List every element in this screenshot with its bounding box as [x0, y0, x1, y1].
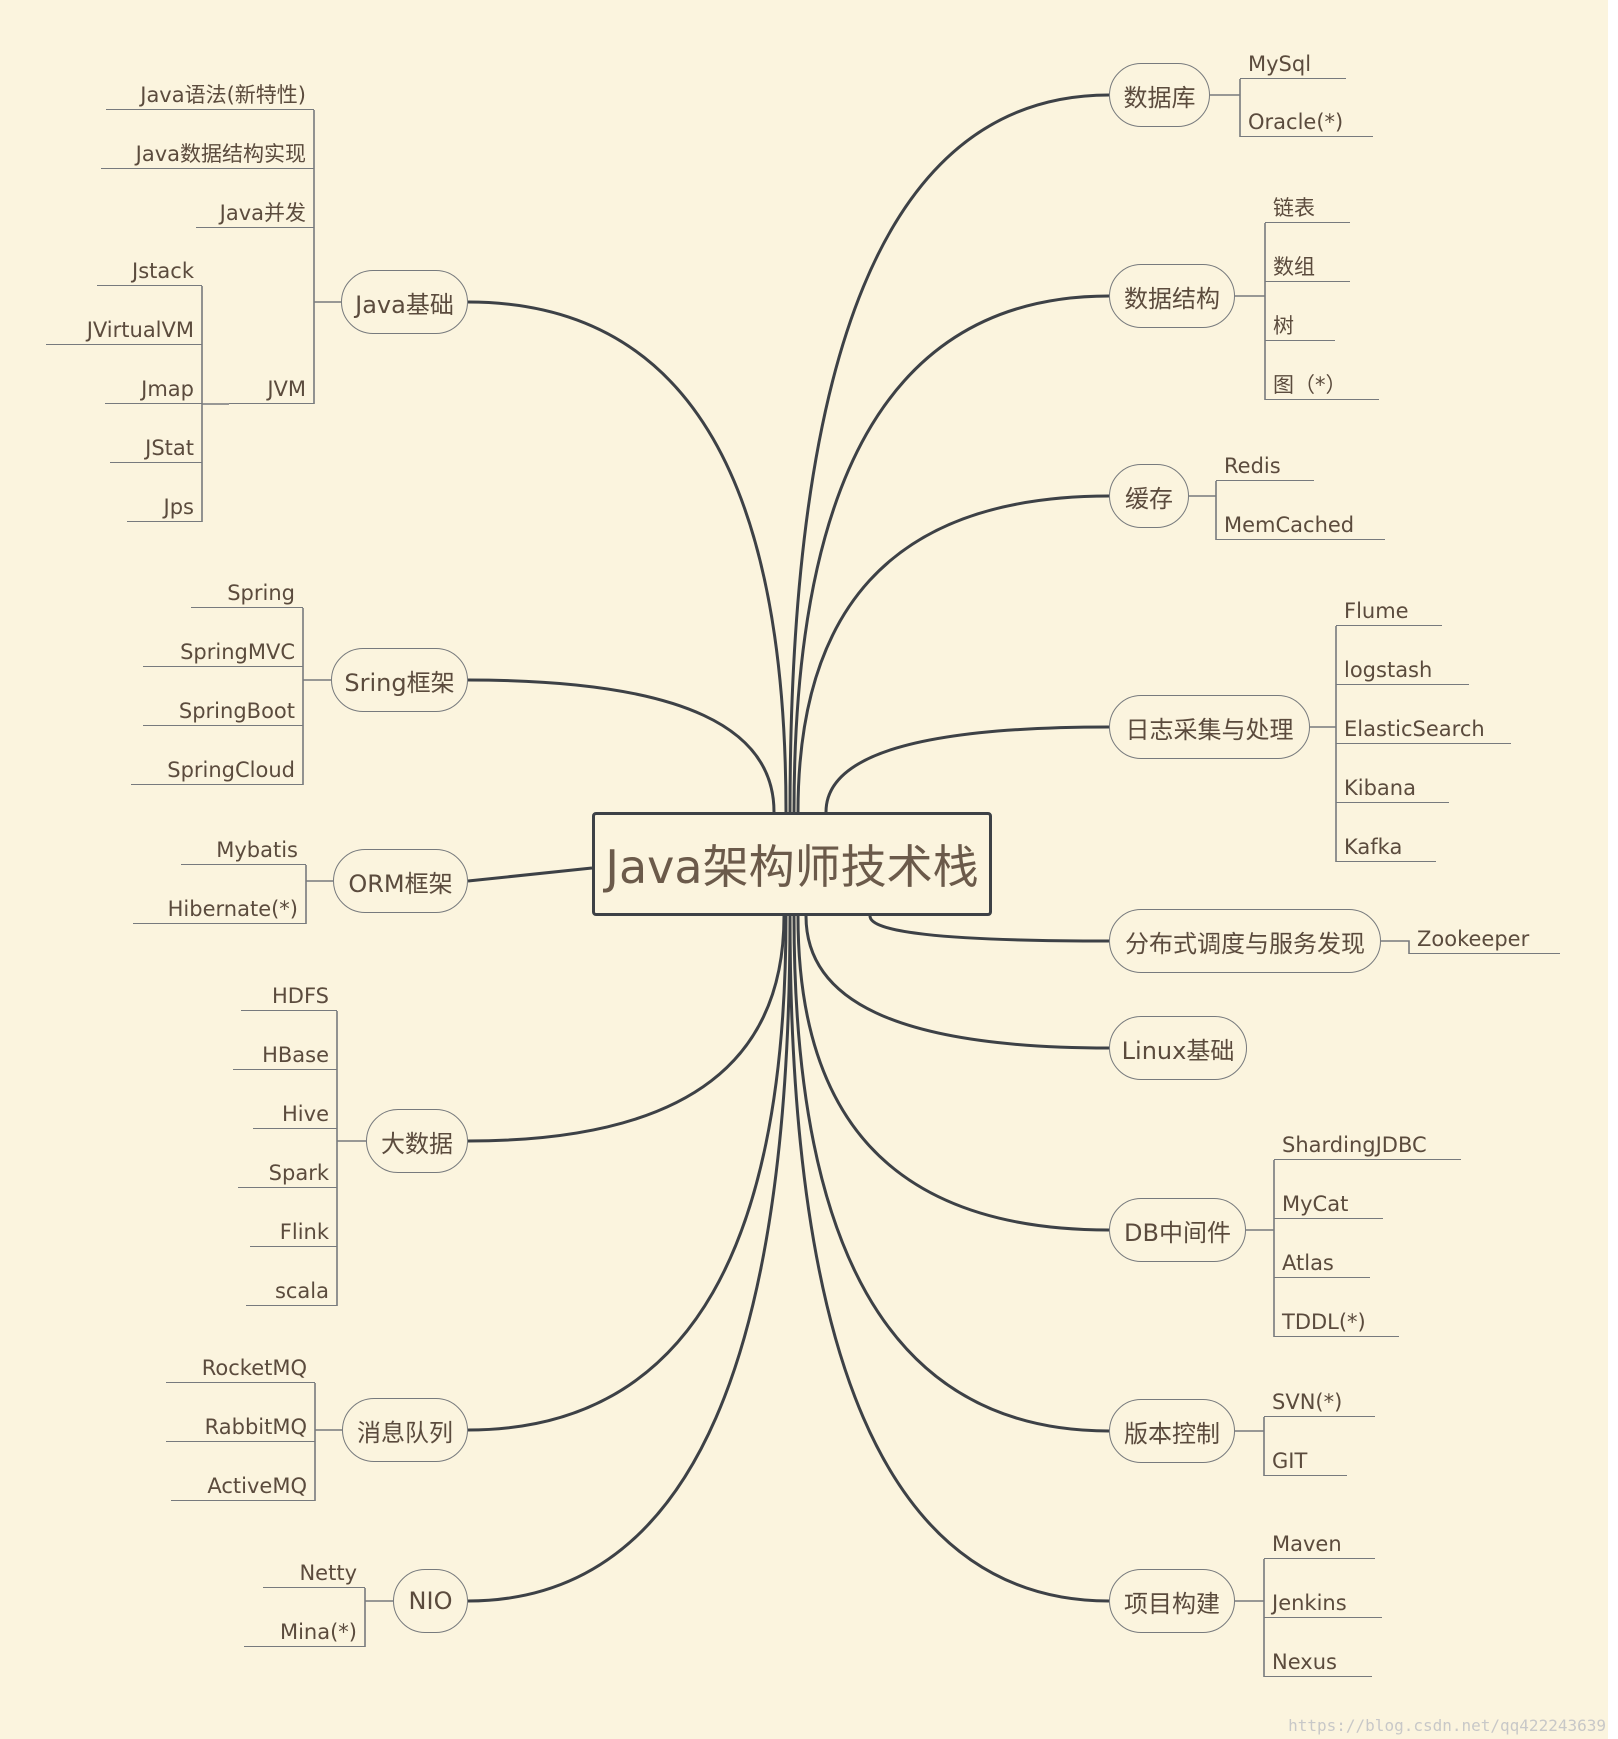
branch-node-logging[interactable]: 日志采集与处理: [1109, 695, 1310, 759]
leaf-elasticsearch[interactable]: ElasticSearch: [1336, 714, 1511, 744]
leaf-jstack[interactable]: Jstack: [97, 256, 202, 286]
connector-branch-node-nio: [467, 915, 792, 1603]
leaf-hive[interactable]: Hive: [253, 1099, 337, 1129]
leaf-flume[interactable]: Flume: [1336, 596, 1442, 626]
leaf-maven[interactable]: Maven: [1264, 1529, 1375, 1559]
branch-node-big-data[interactable]: 大数据: [366, 1109, 468, 1173]
leaf-hibernate[interactable]: Hibernate(*): [133, 894, 306, 924]
connector-branch-node-db-middleware: [796, 915, 1110, 1232]
leaf-array[interactable]: 数组: [1265, 252, 1350, 282]
branch-node-distributed[interactable]: 分布式调度与服务发现: [1109, 909, 1381, 973]
connector-branch-node-big-data: [467, 915, 786, 1143]
branch-node-message-queue[interactable]: 消息队列: [342, 1398, 468, 1462]
leaf-nexus[interactable]: Nexus: [1264, 1647, 1372, 1677]
branch-node-nio[interactable]: NIO: [393, 1569, 468, 1633]
connector-branch-node-distributed: [868, 915, 1110, 943]
branch-node-version-control[interactable]: 版本控制: [1109, 1399, 1235, 1463]
leaf-linked-list[interactable]: 链表: [1265, 193, 1350, 223]
leaf-jvm[interactable]: JVM: [229, 374, 314, 404]
leaf-rocketmq[interactable]: RocketMQ: [166, 1353, 315, 1383]
leaf-kafka[interactable]: Kafka: [1336, 832, 1436, 862]
leaf-mysql[interactable]: MySql: [1240, 49, 1346, 79]
leaf-netty[interactable]: Netty: [263, 1558, 365, 1588]
leaf-kibana[interactable]: Kibana: [1336, 773, 1449, 803]
watermark-url: https://blog.csdn.net/qq422243639: [1288, 1716, 1606, 1735]
leaf-scala[interactable]: scala: [246, 1276, 337, 1306]
leaf-tddl[interactable]: TDDL(*): [1274, 1307, 1399, 1337]
connector-branch-node-version-control: [792, 915, 1110, 1433]
branch-node-orm[interactable]: ORM框架: [333, 849, 468, 913]
connector-branch-node-cache: [796, 494, 1110, 813]
connector-branch-node-logging: [824, 725, 1110, 813]
connector-branch-node-build: [788, 915, 1110, 1603]
leaf-jenkins[interactable]: Jenkins: [1264, 1588, 1382, 1618]
leaf-jvirtualvm[interactable]: JVirtualVM: [46, 315, 202, 345]
leaf-hbase[interactable]: HBase: [233, 1040, 337, 1070]
leaf-jps[interactable]: Jps: [127, 492, 202, 522]
leaf-jstat[interactable]: JStat: [110, 433, 202, 463]
leaf-hdfs[interactable]: HDFS: [241, 981, 337, 1011]
leaf-mycat[interactable]: MyCat: [1274, 1189, 1383, 1219]
leaf-tree[interactable]: 树: [1265, 311, 1335, 341]
leaf-java-syntax[interactable]: Java语法(新特性): [106, 80, 314, 110]
leaf-shardingjdbc[interactable]: ShardingJDBC: [1274, 1130, 1461, 1160]
leaf-zookeeper[interactable]: Zookeeper: [1409, 924, 1560, 954]
leaf-flink[interactable]: Flink: [250, 1217, 337, 1247]
connector-branch-node-linux: [804, 915, 1110, 1050]
leaf-springmvc[interactable]: SpringMVC: [143, 637, 303, 667]
leaf-springcloud[interactable]: SpringCloud: [131, 755, 303, 785]
connector-branch-node-orm: [467, 866, 593, 883]
leaf-mybatis[interactable]: Mybatis: [181, 835, 306, 865]
leaf-graph[interactable]: 图（*）: [1265, 370, 1379, 400]
branch-node-db-middleware[interactable]: DB中间件: [1109, 1198, 1246, 1262]
branch-node-java-basics[interactable]: Java基础: [341, 270, 468, 334]
leaf-mina[interactable]: Mina(*): [244, 1617, 365, 1647]
leaf-logstash[interactable]: logstash: [1336, 655, 1469, 685]
branch-node-database[interactable]: 数据库: [1109, 63, 1210, 127]
connector-branch-node-java-basics: [467, 300, 788, 813]
leaf-activemq[interactable]: ActiveMQ: [171, 1471, 315, 1501]
connector-branch-node-message-queue: [467, 915, 788, 1432]
branch-node-linux[interactable]: Linux基础: [1109, 1016, 1247, 1080]
leaf-oracle[interactable]: Oracle(*): [1240, 107, 1373, 137]
leaf-redis[interactable]: Redis: [1216, 451, 1314, 481]
leaf-java-data-structures[interactable]: Java数据结构实现: [101, 139, 314, 169]
connector-branch-node-database: [788, 93, 1110, 813]
leaf-spark[interactable]: Spark: [238, 1158, 337, 1188]
leaf-memcached[interactable]: MemCached: [1216, 510, 1385, 540]
leaf-atlas[interactable]: Atlas: [1274, 1248, 1370, 1278]
connector-branch-node-data-structure: [792, 294, 1110, 813]
branch-node-build[interactable]: 项目构建: [1109, 1569, 1235, 1633]
leaf-rabbitmq[interactable]: RabbitMQ: [166, 1412, 315, 1442]
connector-branch-node-spring: [467, 678, 776, 813]
br-dist: [1381, 940, 1410, 954]
leaf-spring[interactable]: Spring: [191, 578, 303, 608]
leaf-git[interactable]: GIT: [1264, 1446, 1347, 1476]
leaf-svn[interactable]: SVN(*): [1264, 1387, 1375, 1417]
branch-node-spring[interactable]: Sring框架: [331, 648, 468, 712]
leaf-springboot[interactable]: SpringBoot: [143, 696, 303, 726]
leaf-java-concurrency[interactable]: Java并发: [196, 198, 314, 228]
leaf-jmap[interactable]: Jmap: [105, 374, 202, 404]
root-node[interactable]: Java架构师技术栈: [592, 812, 992, 916]
branch-node-data-structure[interactable]: 数据结构: [1109, 264, 1235, 328]
branch-node-cache[interactable]: 缓存: [1109, 464, 1189, 528]
